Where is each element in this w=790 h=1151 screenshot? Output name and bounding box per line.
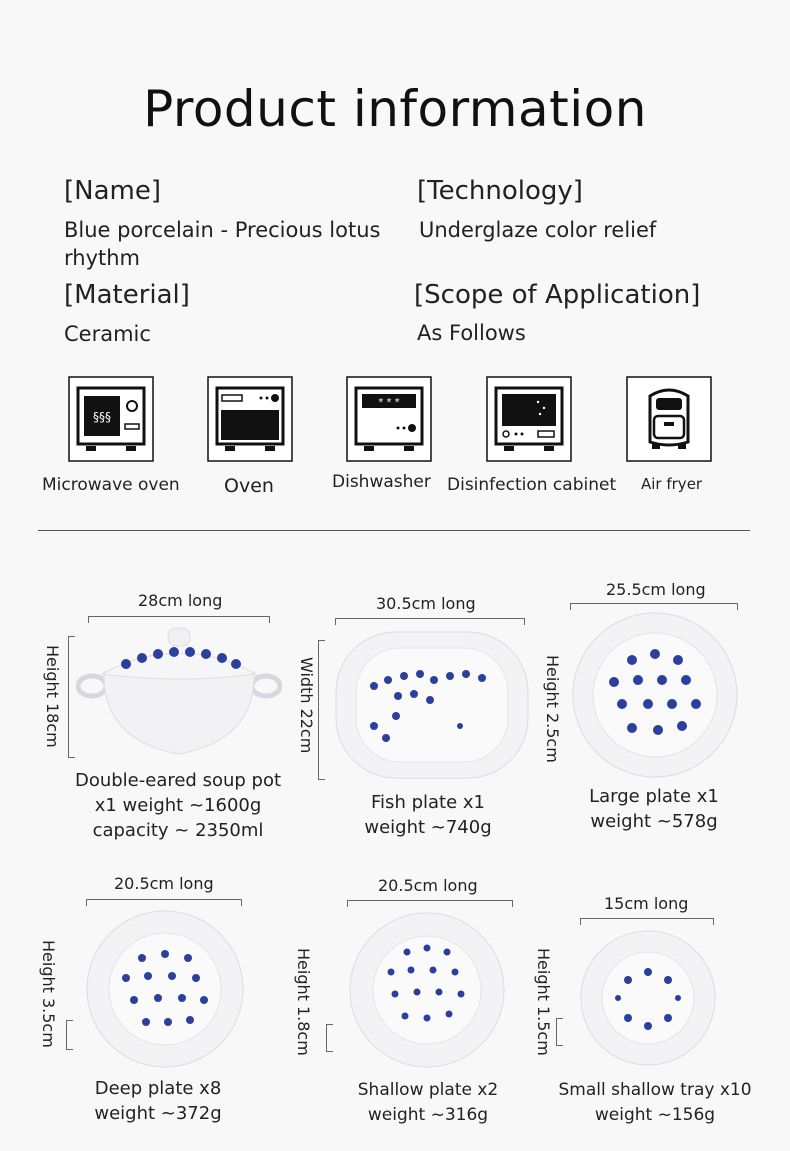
caption-line: Large plate x1 bbox=[589, 786, 719, 807]
fish-plate-image bbox=[334, 630, 530, 784]
soup-pot-caption: Double-eared soup pot x1 weight ~1600g c… bbox=[56, 768, 300, 843]
small-tray-width-label: 15cm long bbox=[604, 894, 689, 913]
fish-plate-caption: Fish plate x1 weight ~740g bbox=[330, 790, 526, 840]
dishwasher-icon: * * * bbox=[346, 376, 432, 462]
soup-pot-height-line bbox=[68, 636, 75, 758]
deep-plate-caption: Deep plate x8 weight ~372g bbox=[70, 1076, 246, 1126]
fish-plate-width-label: 30.5cm long bbox=[376, 594, 476, 613]
page-title: Product information bbox=[143, 80, 647, 138]
caption-line: weight ~372g bbox=[94, 1103, 222, 1124]
caption-line: Fish plate x1 bbox=[371, 792, 485, 813]
fish-plate-height-label: Width 22cm bbox=[297, 657, 316, 754]
deep-plate-width-label: 20.5cm long bbox=[114, 874, 214, 893]
deep-plate-height-line bbox=[66, 1020, 73, 1050]
small-tray-height-label: Height 1.5cm bbox=[534, 948, 553, 1056]
caption-line: weight ~578g bbox=[590, 811, 718, 832]
air-fryer-icon bbox=[626, 376, 712, 462]
material-value: Ceramic bbox=[64, 322, 151, 346]
small-tray-image bbox=[580, 930, 716, 1070]
large-plate-image bbox=[572, 612, 738, 782]
large-plate-height-label: Height 2.5cm bbox=[543, 655, 562, 763]
technology-header: [Technology] bbox=[417, 176, 583, 206]
small-tray-caption: Small shallow tray x10 weight ~156g bbox=[548, 1078, 762, 1128]
soup-pot-width-line bbox=[88, 616, 270, 623]
caption-line: Small shallow tray x10 bbox=[558, 1080, 752, 1100]
caption-line: Double-eared soup pot bbox=[74, 770, 282, 791]
deep-plate-width-line bbox=[86, 899, 242, 906]
appliance-label-air-fryer: Air fryer bbox=[641, 475, 703, 493]
technology-value: Underglaze color relief bbox=[419, 218, 657, 242]
disinfection-cabinet-icon bbox=[486, 376, 572, 462]
scope-header: [Scope of Application] bbox=[414, 280, 701, 310]
svg-text:§§§: §§§ bbox=[93, 410, 111, 424]
appliance-label-oven: Oven bbox=[224, 475, 274, 497]
fish-plate-width-line bbox=[335, 618, 525, 625]
soup-pot-image bbox=[75, 622, 283, 762]
name-value-line-1: Blue porcelain - Precious lotus bbox=[64, 218, 381, 242]
shallow-plate-width-label: 20.5cm long bbox=[378, 876, 478, 895]
shallow-plate-height-label: Height 1.8cm bbox=[294, 948, 313, 1056]
small-tray-width-line bbox=[580, 918, 714, 925]
caption-line: Shallow plate x2 bbox=[357, 1080, 499, 1100]
large-plate-caption: Large plate x1 weight ~578g bbox=[570, 784, 738, 834]
shallow-plate-image bbox=[349, 912, 505, 1072]
deep-plate-image bbox=[86, 910, 244, 1072]
section-divider bbox=[38, 530, 750, 531]
soup-pot-width-label: 28cm long bbox=[138, 591, 223, 610]
large-plate-width-line bbox=[570, 603, 738, 610]
shallow-plate-caption: Shallow plate x2 weight ~316g bbox=[338, 1078, 518, 1128]
caption-line: x1 weight ~1600g bbox=[94, 795, 262, 816]
soup-pot-height-label: Height 18cm bbox=[43, 645, 62, 748]
appliance-label-dishwasher: Dishwasher bbox=[332, 472, 431, 492]
material-header: [Material] bbox=[64, 280, 190, 310]
microwave-icon: §§§ bbox=[68, 376, 154, 462]
large-plate-width-label: 25.5cm long bbox=[606, 580, 706, 599]
scope-value: As Follows bbox=[417, 321, 526, 345]
caption-line: weight ~156g bbox=[594, 1105, 716, 1125]
small-tray-height-line bbox=[556, 1018, 563, 1046]
name-value-line-2: rhythm bbox=[64, 246, 141, 270]
caption-line: capacity ~ 2350ml bbox=[92, 820, 264, 841]
appliance-label-microwave: Microwave oven bbox=[42, 475, 180, 495]
name-header: [Name] bbox=[64, 176, 161, 206]
svg-text:* * *: * * * bbox=[378, 397, 399, 408]
shallow-plate-height-line bbox=[326, 1024, 333, 1052]
deep-plate-height-label: Height 3.5cm bbox=[39, 940, 58, 1048]
caption-line: weight ~316g bbox=[367, 1105, 489, 1125]
shallow-plate-width-line bbox=[347, 900, 513, 907]
caption-line: weight ~740g bbox=[364, 817, 492, 838]
oven-icon bbox=[207, 376, 293, 462]
fish-plate-height-line bbox=[318, 640, 325, 780]
appliance-label-disinfection-cabinet: Disinfection cabinet bbox=[447, 475, 617, 495]
caption-line: Deep plate x8 bbox=[94, 1078, 222, 1099]
